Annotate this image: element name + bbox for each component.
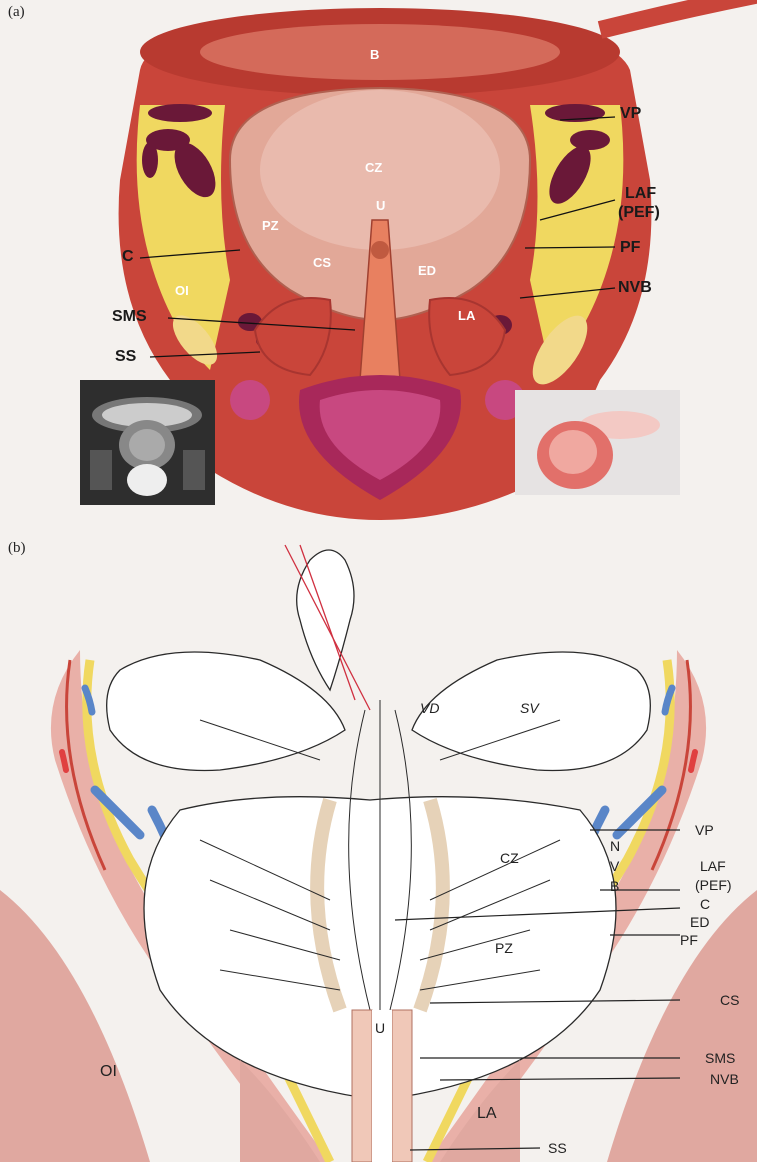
label-b-PF: PF <box>680 932 698 948</box>
label-b-CZ: CZ <box>500 850 519 866</box>
label-b-SV: SV <box>520 700 539 716</box>
label-b-SS: SS <box>548 1140 567 1156</box>
label-b-ED: ED <box>690 914 709 930</box>
label-b-LA: LA <box>477 1105 497 1123</box>
label-b-N: N <box>610 838 620 854</box>
label-b-CS: CS <box>720 992 739 1008</box>
label-b-C: C <box>700 896 710 912</box>
label-b-PZ: PZ <box>495 940 513 956</box>
label-b-LAF: LAF <box>700 858 726 874</box>
label-b-NVB: NVB <box>710 1071 739 1087</box>
label-b-PEF: (PEF) <box>695 877 732 893</box>
label-b-VD: VD <box>420 700 439 716</box>
label-b-VP: VP <box>695 822 714 838</box>
label-b-U: U <box>375 1020 385 1036</box>
label-b-V: V <box>610 858 619 874</box>
label-b-SMS: SMS <box>705 1050 735 1066</box>
label-b-OI: OI <box>100 1063 117 1081</box>
label-b-Bn: B <box>610 878 619 894</box>
